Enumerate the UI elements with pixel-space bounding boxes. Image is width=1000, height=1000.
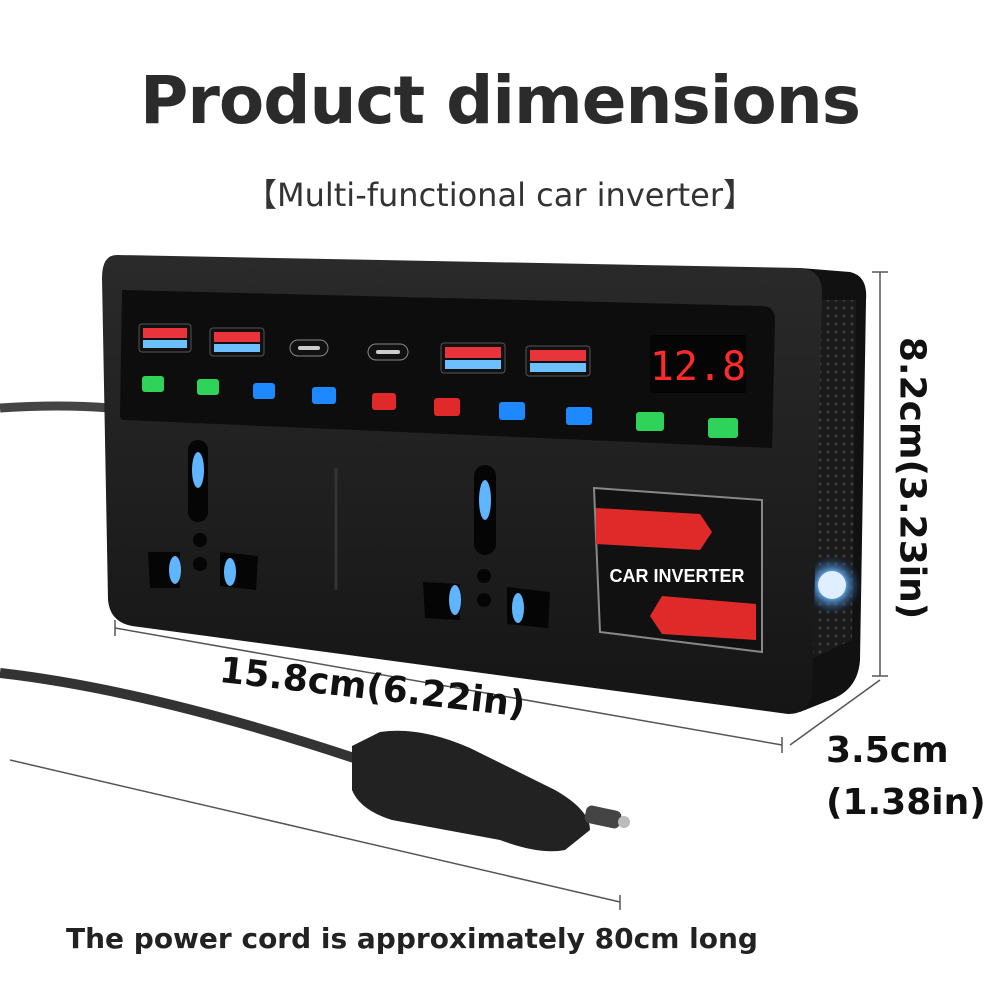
power-cord-lower — [0, 668, 362, 765]
led-green — [197, 379, 219, 395]
usb-a-port-icon — [138, 323, 192, 353]
depth-dimension-label: 3.5cm — [826, 730, 949, 771]
height-dimension-label: 8.2cm(3.23in) — [891, 336, 933, 620]
page-subtitle: 【Multi-functional car inverter】 — [244, 176, 756, 214]
voltage-reading: 12.8 — [650, 344, 746, 390]
dimension-lines — [9, 271, 888, 910]
power-cord-upper — [0, 401, 111, 413]
usb-c-port-icon — [289, 339, 329, 357]
usb-a-port-icon — [440, 342, 506, 374]
usb-c-port-icon — [367, 343, 409, 361]
cord-length-note: The power cord is approximately 80cm lon… — [66, 922, 758, 955]
led-blue — [499, 402, 525, 420]
led-blue — [253, 383, 275, 399]
indicator-leds — [142, 376, 738, 438]
led-red — [372, 393, 396, 410]
usb-a-port-icon — [209, 327, 265, 357]
ac-socket-icon — [148, 440, 258, 590]
led-green — [708, 418, 738, 438]
led-green — [142, 376, 164, 392]
page-title: Product dimensions — [139, 62, 861, 139]
cigarette-plug-icon — [352, 730, 630, 852]
chevron-arrow-icon — [596, 508, 712, 550]
usb-a-port-icon — [525, 345, 591, 377]
led-blue — [312, 387, 336, 404]
car-inverter-badge: CAR INVERTER — [592, 486, 763, 654]
depth-dimension-label-inches: (1.38in) — [826, 782, 986, 823]
badge-label: CAR INVERTER — [609, 566, 744, 586]
led-red — [434, 398, 460, 416]
led-green — [636, 412, 664, 431]
ac-socket-icon — [423, 465, 550, 628]
chevron-arrow-icon — [650, 596, 756, 640]
voltage-display — [650, 335, 746, 393]
led-blue — [566, 407, 592, 425]
